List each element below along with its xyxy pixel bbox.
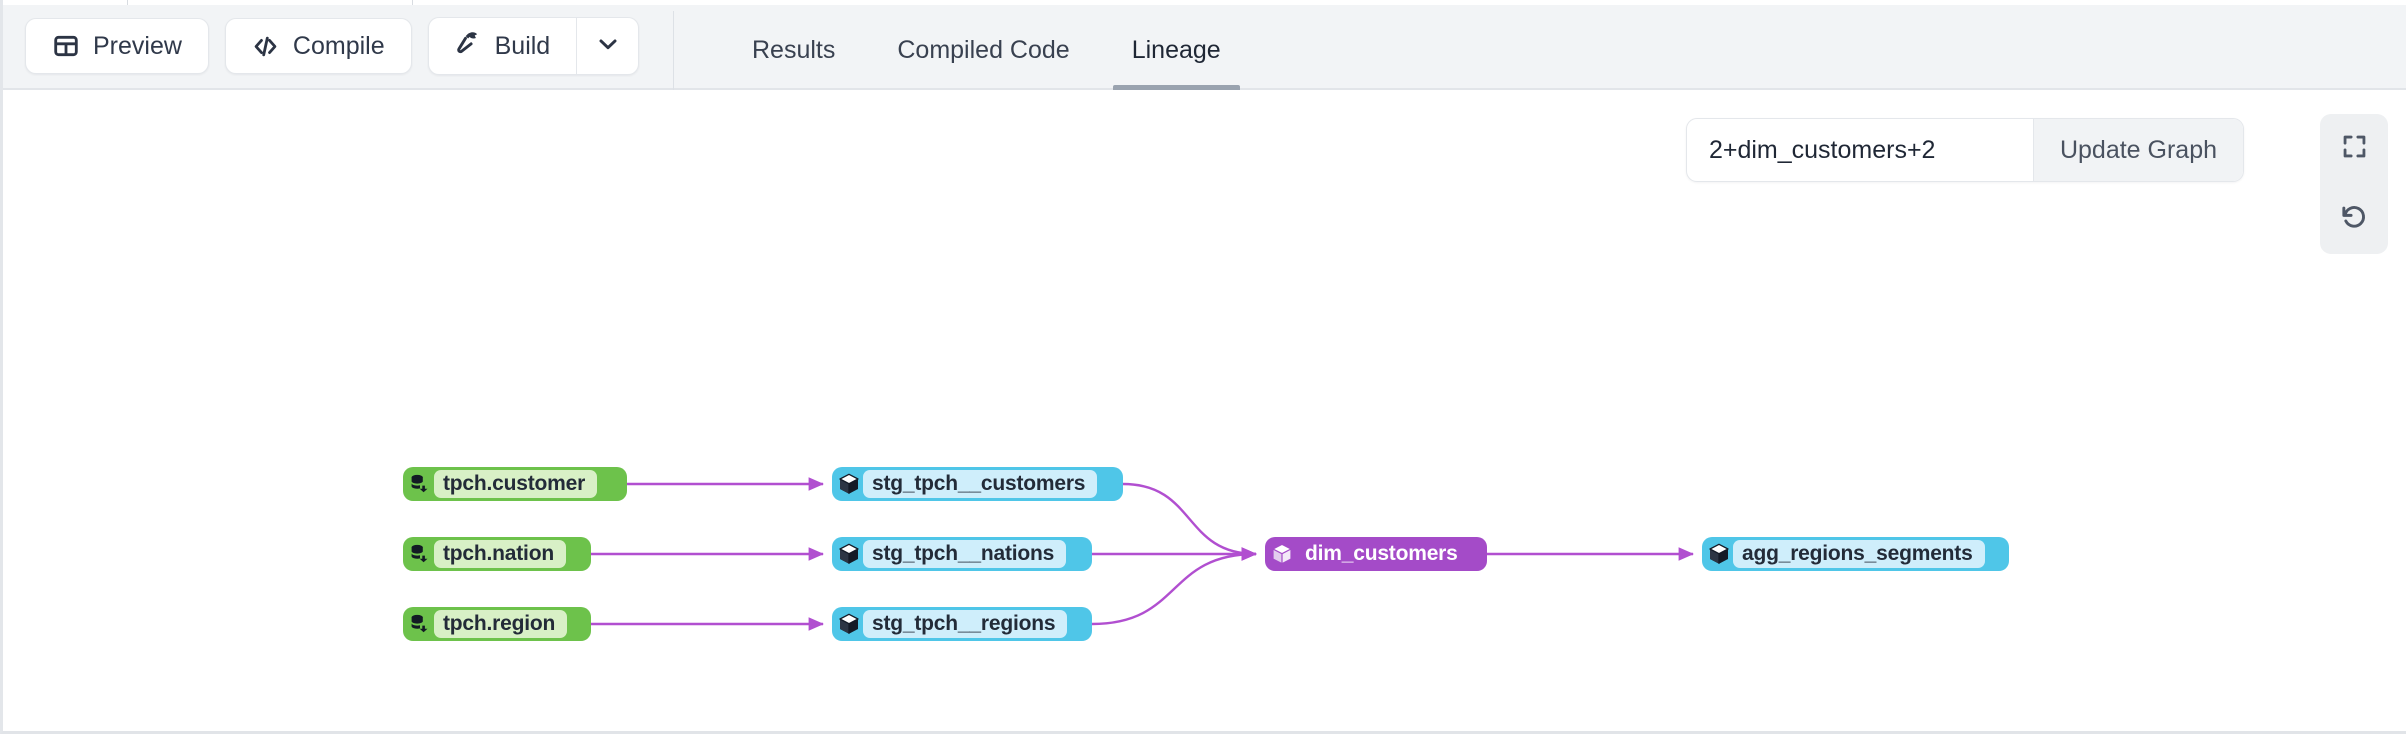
tab-compiled-code-label: Compiled Code [897, 36, 1070, 64]
code-icon [252, 32, 280, 60]
lineage-node-label: tpch.customer [434, 470, 598, 498]
lineage-node-label: agg_regions_segments [1733, 540, 1985, 568]
tab-results[interactable]: Results [721, 11, 866, 90]
preview-button[interactable]: Preview [25, 18, 209, 74]
lineage-canvas[interactable]: tpch.customer tpch.nation tpch.region stg_t… [3, 90, 2403, 731]
lineage-node-label: tpch.region [434, 610, 568, 638]
editor-tabstrip-remnant [3, 0, 2406, 5]
build-dropdown-button[interactable] [576, 18, 638, 74]
lineage-node-label: tpch.nation [434, 540, 566, 568]
lineage-node-src_customer[interactable]: tpch.customer [403, 467, 627, 501]
cube-icon [1705, 540, 1733, 568]
reset-graph-button[interactable] [2320, 184, 2388, 254]
lineage-node-stg_nations[interactable]: stg_tpch__nations [832, 537, 1092, 571]
database-icon [406, 470, 434, 498]
lineage-node-src_region[interactable]: tpch.region [403, 607, 591, 641]
lineage-node-stg_regions[interactable]: stg_tpch__regions [832, 607, 1092, 641]
build-button[interactable]: Build [429, 18, 577, 74]
result-tabs: Results Compiled Code Lineage [721, 11, 1252, 90]
lineage-edge-stg_customers-to-dim_customers [1122, 482, 1257, 561]
lineage-node-label: stg_tpch__customers [863, 470, 1098, 498]
preview-button-label: Preview [93, 31, 182, 60]
tab-lineage-label: Lineage [1131, 36, 1221, 64]
reset-icon [2340, 203, 2368, 236]
update-graph-button[interactable]: Update Graph [2032, 119, 2243, 181]
tab-results-label: Results [752, 36, 836, 64]
toolbar-divider [673, 11, 674, 91]
update-graph-label: Update Graph [2059, 135, 2217, 164]
cube-icon [835, 470, 863, 498]
lineage-node-label: dim_customers [1305, 542, 1458, 565]
toolbar-button-group: Preview Compile [25, 17, 640, 75]
graph-control-stack [2320, 114, 2388, 254]
cube-white-icon [1268, 540, 1296, 568]
graph-selector-input[interactable] [1686, 119, 2033, 181]
lineage-node-src_nation[interactable]: tpch.nation [403, 537, 591, 571]
lineage-node-stg_customers[interactable]: stg_tpch__customers [832, 467, 1123, 501]
fullscreen-button[interactable] [2320, 114, 2388, 184]
lineage-node-agg_regions[interactable]: agg_regions_segments [1702, 537, 2009, 571]
database-icon [406, 540, 434, 568]
compile-button-label: Compile [292, 31, 385, 60]
cube-icon [835, 610, 863, 638]
table-icon [52, 32, 80, 60]
cube-icon [835, 540, 863, 568]
lineage-node-dim_customers[interactable]: dim_customers [1265, 537, 1487, 571]
fullscreen-icon [2341, 133, 2368, 165]
chevron-down-icon [595, 31, 621, 62]
database-icon [406, 610, 434, 638]
hammer-icon [455, 29, 482, 63]
compile-button[interactable]: Compile [224, 18, 412, 74]
lineage-edges [590, 477, 1694, 631]
build-split-button: Build [427, 17, 640, 75]
tab-lineage[interactable]: Lineage [1101, 11, 1252, 90]
tab-compiled-code[interactable]: Compiled Code [866, 11, 1100, 90]
lineage-node-label: stg_tpch__regions [863, 610, 1068, 638]
editor-toolbar: Preview Compile [3, 5, 2406, 91]
lineage-edge-stg_regions-to-dim_customers [1091, 547, 1257, 626]
lineage-node-label: stg_tpch__nations [863, 540, 1067, 568]
build-button-label: Build [494, 31, 551, 60]
graph-selector-box: Update Graph [1685, 118, 2244, 182]
